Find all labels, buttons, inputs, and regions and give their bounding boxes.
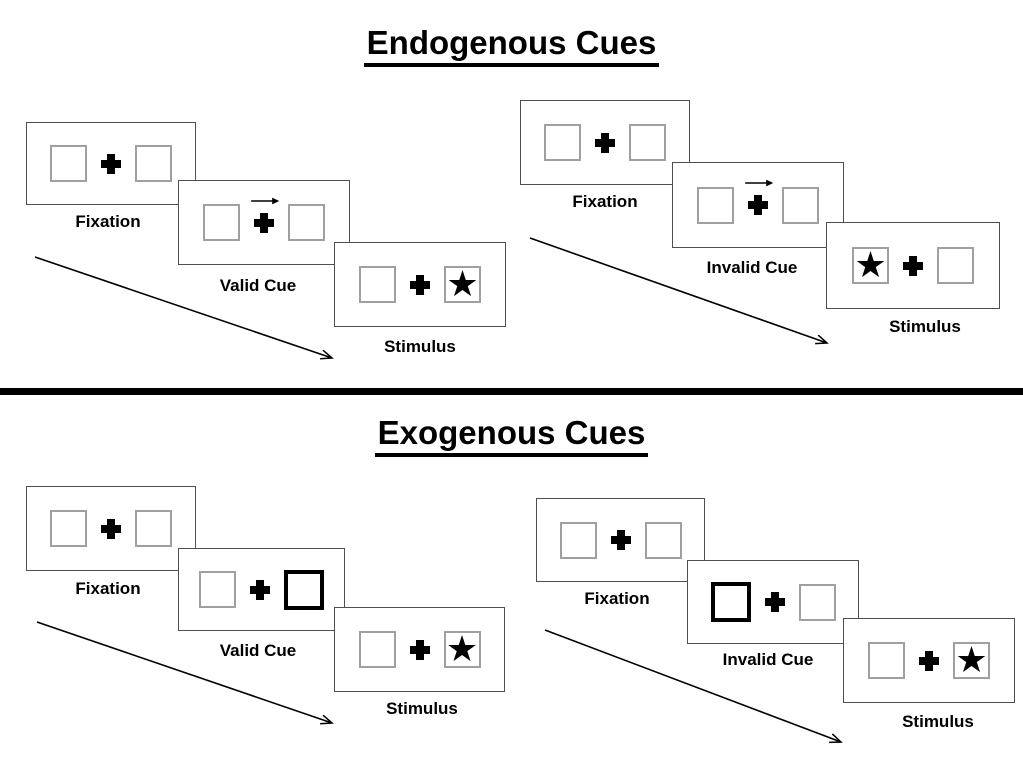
fixation-cross-icon [254,212,274,233]
timeline-arrow [529,237,837,351]
panel-label: Fixation [75,579,141,598]
right-arrow-icon [745,179,774,187]
endogenous-invalid-fixation-panel [520,100,690,185]
left-box [199,571,236,608]
fixation-cross-icon [595,132,615,153]
timeline-arrow [544,629,852,750]
fixation-cross-icon [101,153,121,174]
panel-label: Fixation [584,589,650,608]
fixation-cross-icon [410,274,430,295]
exogenous-invalid-stimulus-panel: ★ [843,618,1015,703]
right-arrow-icon [251,197,280,204]
panel-label: Stimulus [902,712,974,731]
section-title-exogenous: Exogenous Cues [0,414,1023,457]
endogenous-invalid-stimulus-panel: ★ [826,222,1000,309]
exogenous-invalid-fixation-panel [536,498,705,582]
right-box [135,510,172,547]
timeline-arrow [36,621,344,730]
right-box [782,186,819,224]
right-box-with-star: ★ [953,638,990,680]
fixation-cross-icon [748,195,768,215]
panel-label: Invalid Cue [722,650,814,669]
fixation-cross-icon [903,255,923,276]
fixation-cross-icon [764,592,785,612]
panel-label: Fixation [572,192,638,211]
panel-label: Stimulus [386,699,458,718]
right-box-with-star: ★ [443,627,481,669]
endogenous-valid-stimulus-panel: ★ [334,242,506,327]
fixation-cross-icon [409,639,430,660]
section-title-text: Endogenous Cues [363,24,660,67]
endogenous-valid-fixation-panel [26,122,196,205]
right-box [288,204,325,241]
left-box-with-star: ★ [852,243,889,285]
right-box [798,583,836,621]
left-box [358,631,396,668]
section-title-endogenous: Endogenous Cues [0,24,1023,67]
right-box [937,247,974,284]
section-title-text: Exogenous Cues [374,414,649,457]
fixation-cross-icon [101,518,121,539]
panel-label: Invalid Cue [706,258,798,277]
right-box-highlighted-cue [284,569,324,610]
right-box [644,521,682,559]
fixation-cross-icon [610,530,631,550]
panel-label: Stimulus [384,337,456,356]
exogenous-valid-stimulus-panel: ★ [334,607,505,692]
left-box [203,204,240,241]
panel-label: Stimulus [889,317,961,336]
right-box [629,124,666,161]
star-icon: ★ [854,243,887,285]
left-box [50,510,87,547]
fixation-cross-with-cue [251,197,280,233]
right-box [135,145,172,182]
star-icon: ★ [446,262,479,304]
panel-label: Fixation [75,212,141,231]
star-icon: ★ [445,627,479,669]
left-box [697,186,734,224]
fixation-cross-with-cue [745,179,774,215]
left-box-highlighted-cue [710,582,751,622]
exogenous-valid-cue-panel [178,548,345,631]
fixation-cross-icon [919,650,939,671]
left-box [50,145,87,182]
right-box-with-star: ★ [444,262,481,304]
left-box [559,521,597,559]
section-divider [0,388,1023,395]
exogenous-valid-fixation-panel [26,486,196,571]
endogenous-invalid-cue-panel [672,162,844,248]
timeline-arrow [34,256,342,365]
left-box [868,642,905,679]
exogenous-invalid-cue-panel [687,560,859,644]
endogenous-valid-cue-panel [178,180,350,265]
fixation-cross-icon [250,579,270,600]
left-box [544,124,581,161]
panel-label: Valid Cue [219,276,297,295]
panel-label: Valid Cue [219,641,297,660]
left-box [359,266,396,303]
star-icon: ★ [955,638,988,680]
